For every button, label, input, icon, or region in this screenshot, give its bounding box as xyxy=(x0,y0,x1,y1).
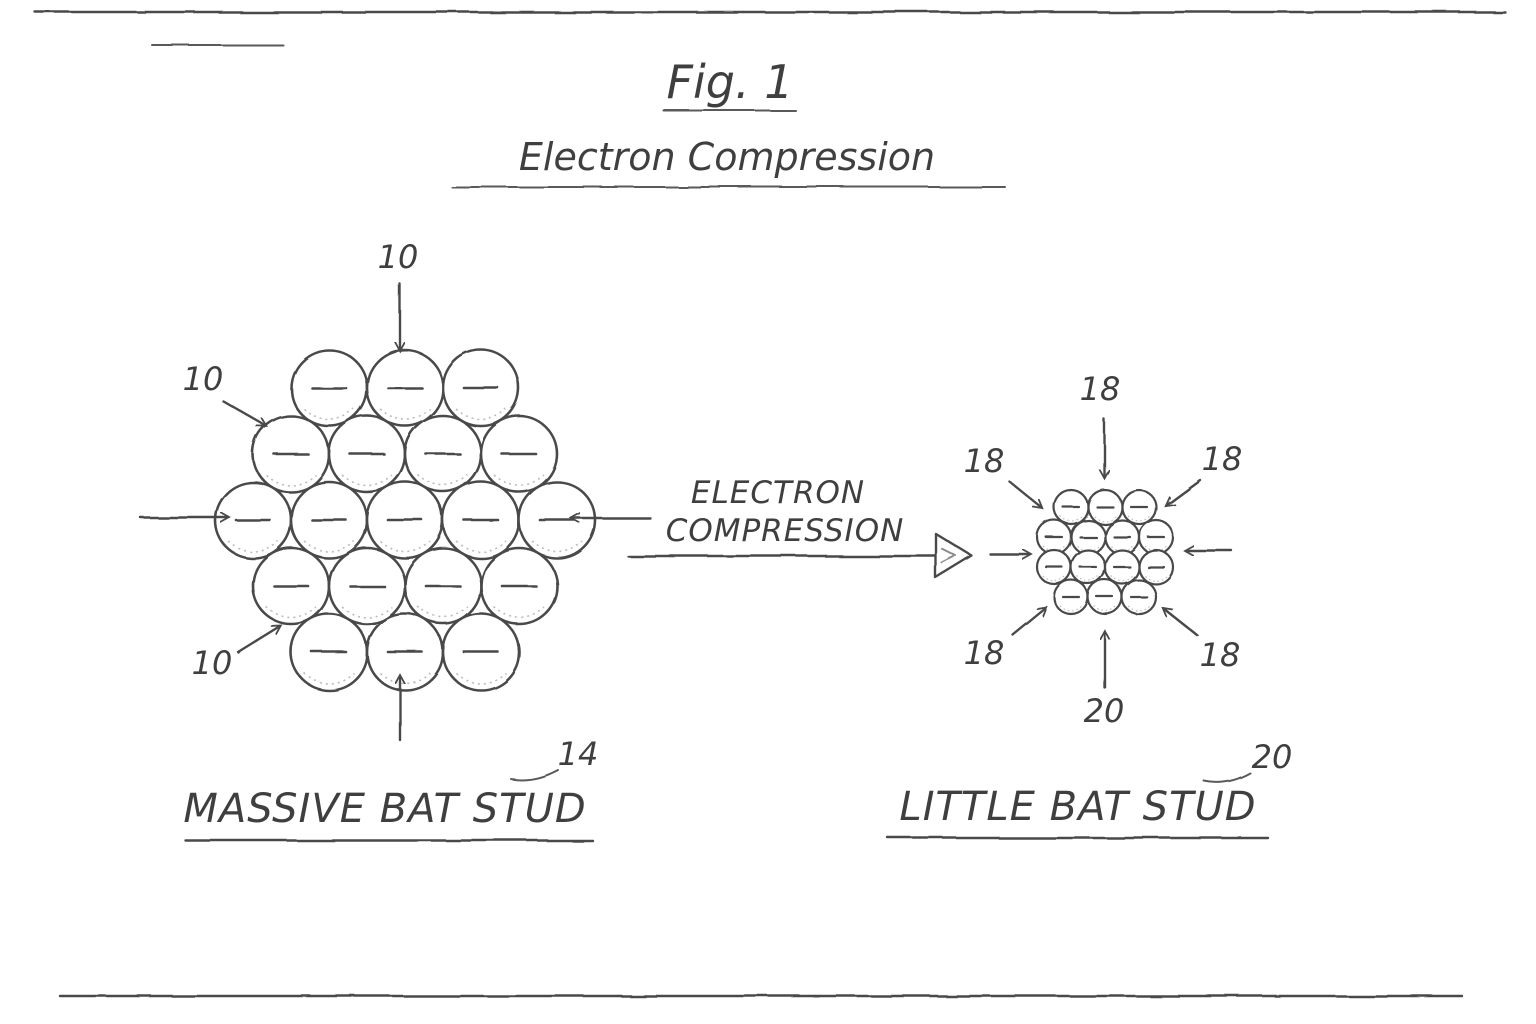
ref-label-18-lower-right: 18 xyxy=(1200,636,1241,674)
electron xyxy=(517,480,597,560)
electron xyxy=(479,414,559,494)
ref-label-10-top: 10 xyxy=(378,238,419,276)
ref-label-18-upper-left: 18 xyxy=(964,442,1005,480)
electron xyxy=(1120,578,1158,616)
arrow-little-upper-right xyxy=(1166,478,1202,505)
electron xyxy=(1120,488,1158,526)
ref-14-leader xyxy=(510,769,559,781)
electron xyxy=(1086,488,1124,526)
arrow-little-upper-left xyxy=(1008,480,1042,508)
electron xyxy=(365,612,445,692)
electron xyxy=(251,414,331,494)
compression-arrow xyxy=(626,532,974,580)
little-cluster-caption: LITTLE BAT STUD xyxy=(899,784,1256,830)
electron xyxy=(289,348,369,428)
electron xyxy=(479,546,559,626)
electron xyxy=(1052,578,1090,616)
ref-label-18-lower-left: 18 xyxy=(964,634,1005,672)
electron xyxy=(1103,548,1141,586)
compression-label-line1: ELECTRON xyxy=(691,475,865,511)
ref-label-20-bottom: 20 xyxy=(1084,692,1125,730)
electron xyxy=(213,480,293,560)
fig-label: Fig. 1 xyxy=(667,55,794,109)
electron xyxy=(1035,548,1073,586)
arrow-little-lower-left xyxy=(1010,607,1045,636)
electron xyxy=(403,546,483,626)
ref-label-18-top: 18 xyxy=(1080,370,1121,408)
electron xyxy=(289,612,369,692)
electron xyxy=(1137,548,1175,586)
electron xyxy=(441,348,521,428)
arrow-massive-lower-left xyxy=(236,626,280,654)
electron xyxy=(441,612,521,692)
electron xyxy=(1069,548,1107,586)
electron xyxy=(1052,488,1090,526)
electron xyxy=(441,480,521,560)
compression-arrowhead-hatch xyxy=(941,548,957,564)
ref-label-14: 14 xyxy=(558,735,599,773)
ref-20-leader xyxy=(1203,772,1251,784)
little-electron-cluster xyxy=(1035,488,1175,616)
ref-label-20: 20 xyxy=(1252,738,1293,776)
ref-label-10-lower-left: 10 xyxy=(192,644,233,682)
electron xyxy=(327,414,407,494)
ref-label-18-upper-right: 18 xyxy=(1202,440,1243,478)
electron xyxy=(365,348,445,428)
electron xyxy=(365,480,445,560)
figure-title: Electron Compression xyxy=(519,135,935,179)
massive-cluster-caption: MASSIVE BAT STUD xyxy=(183,786,586,832)
electron xyxy=(403,414,483,494)
electron xyxy=(327,546,407,626)
ref-label-10-upper-left: 10 xyxy=(183,360,224,398)
arrow-little-lower-right xyxy=(1164,609,1200,638)
arrow-massive-upper-left xyxy=(222,400,266,426)
electron xyxy=(289,480,369,560)
electron xyxy=(1086,578,1124,616)
massive-electron-cluster xyxy=(213,348,597,692)
electron xyxy=(251,546,331,626)
compression-label-line2: COMPRESSION xyxy=(666,513,905,549)
